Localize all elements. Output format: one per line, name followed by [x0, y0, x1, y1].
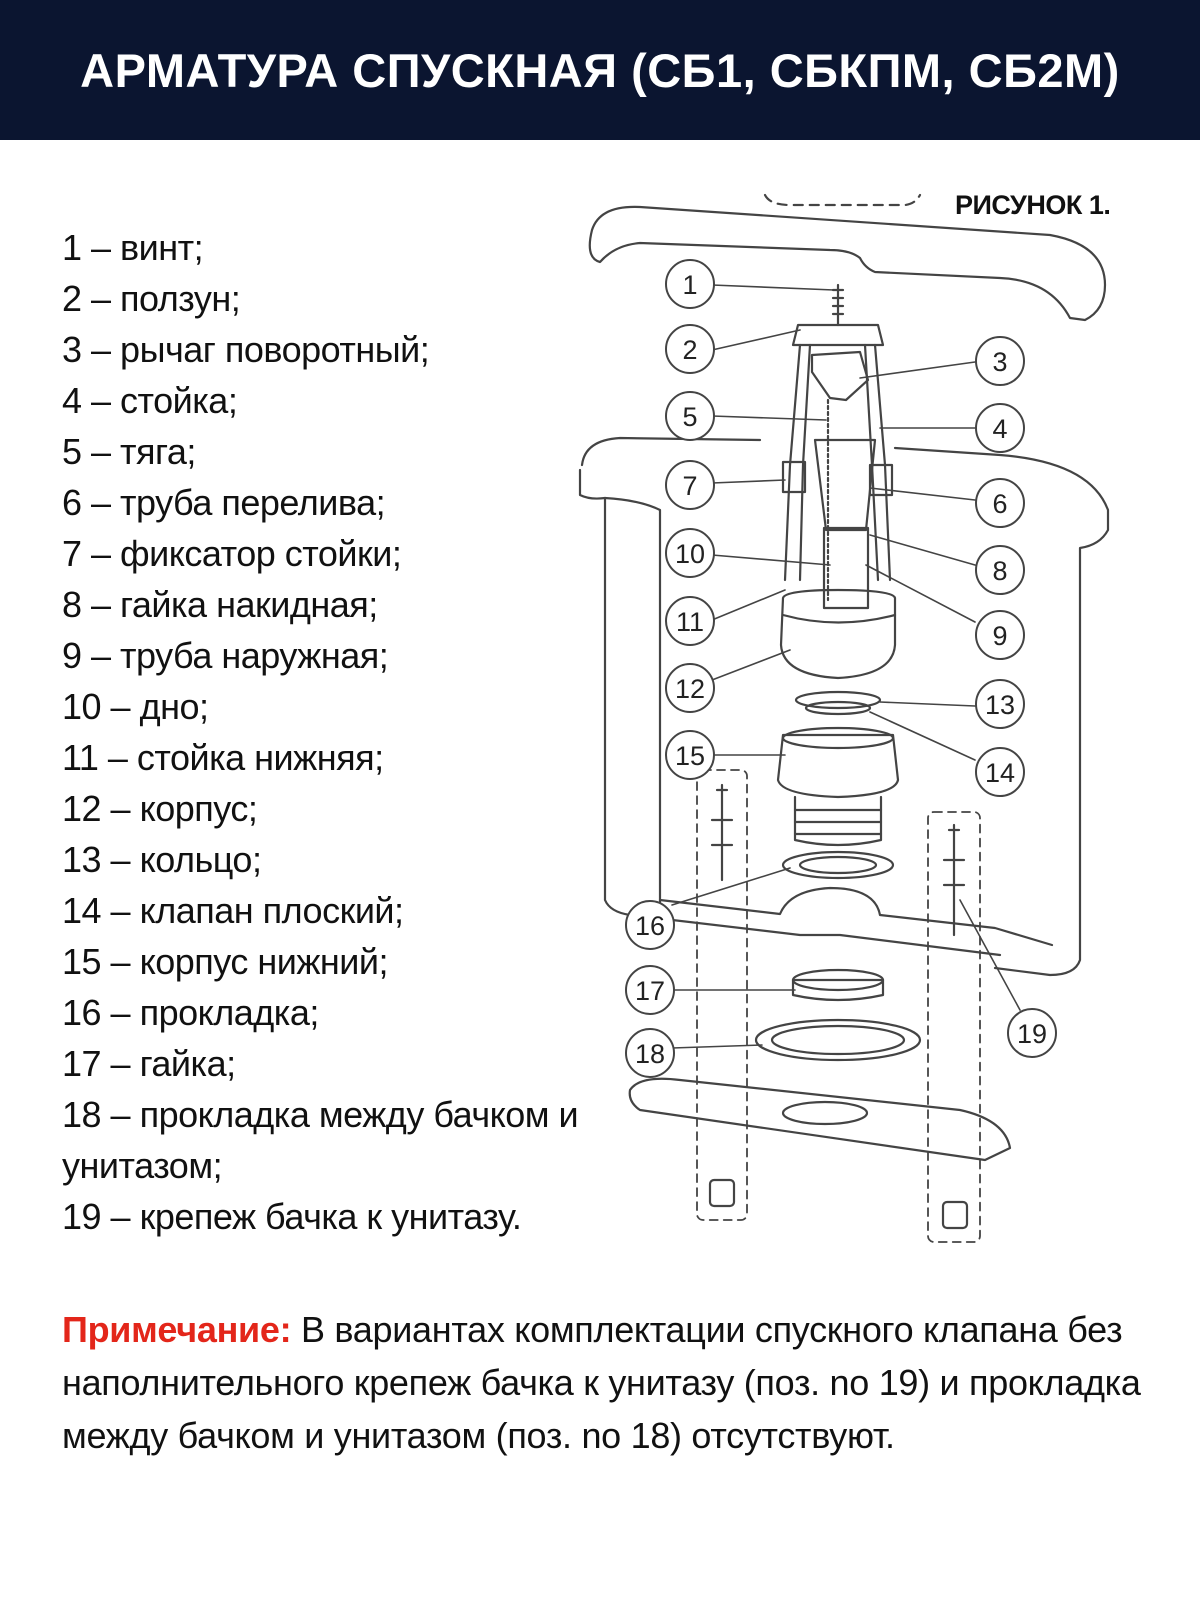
- nut: [791, 978, 885, 1002]
- cistern-inner-wall: [603, 496, 662, 910]
- parts-legend: 1 – винт; 2 – ползун; 3 – рычаг поворотн…: [62, 222, 622, 1242]
- legend-item: 12 – корпус;: [62, 788, 258, 829]
- header-bar: АРМАТУРА СПУСКНАЯ (СБ1, СБКПМ, СБ2М): [0, 0, 1200, 140]
- legend-item: 11 – стойка нижняя;: [62, 737, 384, 778]
- legend-item: 14 – клапан плоский;: [62, 890, 404, 931]
- callout-12: 12: [675, 674, 705, 704]
- callout-2: 2: [682, 335, 697, 365]
- legend-item: 10 – дно;: [62, 686, 209, 727]
- legend-item: 7 – фиксатор стойки;: [62, 533, 402, 574]
- gasket: [781, 850, 895, 880]
- legend-item: 6 – труба перелива;: [62, 482, 386, 523]
- legend-item: 3 – рычаг поворотный;: [62, 329, 430, 370]
- valve-body: [779, 588, 897, 680]
- legend-item: 9 – труба наружная;: [62, 635, 389, 676]
- callout-6: 6: [992, 489, 1007, 519]
- legend-item: 5 – тяга;: [62, 431, 196, 472]
- overflow-pipe: [813, 438, 877, 532]
- legend-item: 18 – прокладка между бачком и унитазом;: [62, 1094, 579, 1186]
- pivot-lever: [810, 350, 870, 402]
- callout-14: 14: [985, 758, 1015, 788]
- legend-item: 15 – корпус нижний;: [62, 941, 389, 982]
- legend-item: 19 – крепеж бачка к унитазу.: [62, 1196, 522, 1237]
- callout-19: 19: [1017, 1019, 1047, 1049]
- bolt-guide-left: [696, 769, 748, 1221]
- legend-item: 8 – гайка накидная;: [62, 584, 378, 625]
- callout-7: 7: [682, 471, 697, 501]
- legend-item: 2 – ползун;: [62, 278, 241, 319]
- callout-10: 10: [675, 539, 705, 569]
- callout-11: 11: [676, 607, 704, 637]
- note-text: В вариантах комплектации спускного клапа…: [62, 1309, 1141, 1456]
- callout-15: 15: [675, 741, 705, 771]
- mounting-plate: [628, 1077, 1012, 1162]
- callout-17: 17: [635, 976, 665, 1006]
- callout-18: 18: [635, 1039, 665, 1069]
- page-title: АРМАТУРА СПУСКНАЯ (СБ1, СБКПМ, СБ2М): [80, 43, 1120, 97]
- callout-3: 3: [992, 347, 1007, 377]
- callout-13: 13: [985, 690, 1015, 720]
- legend-item: 17 – гайка;: [62, 1043, 236, 1084]
- lid-dashed-outline: [763, 193, 922, 207]
- ring: [794, 690, 882, 710]
- lower-body: [776, 733, 900, 799]
- callout-5: 5: [682, 402, 697, 432]
- cistern-lid: [588, 205, 1107, 322]
- note-paragraph: Примечание: В вариантах комплектации спу…: [62, 1303, 1152, 1462]
- bolt-guide-right: [927, 811, 981, 1243]
- legend-item: 1 – винт;: [62, 227, 204, 268]
- figure-caption: РИСУНОК 1.: [955, 190, 1111, 220]
- slider: [791, 323, 885, 347]
- exploded-view-diagram: 1 2 3 4 5 6 7 8 9 10 11 12 13 14 15 16 1…: [578, 193, 1110, 1243]
- callout-8: 8: [992, 556, 1007, 586]
- cistern-floor: [658, 886, 1054, 947]
- note-label: Примечание:: [62, 1309, 292, 1350]
- callout-16: 16: [635, 911, 665, 941]
- legend-item: 13 – кольцо;: [62, 839, 262, 880]
- callout-9: 9: [992, 621, 1007, 651]
- outer-pipe: [822, 526, 870, 610]
- callout-1: 1: [682, 270, 697, 300]
- legend-item: 16 – прокладка;: [62, 992, 319, 1033]
- legend-item: 4 – стойка;: [62, 380, 238, 421]
- tank-bowl-gasket: [754, 1018, 922, 1062]
- callout-4: 4: [992, 414, 1007, 444]
